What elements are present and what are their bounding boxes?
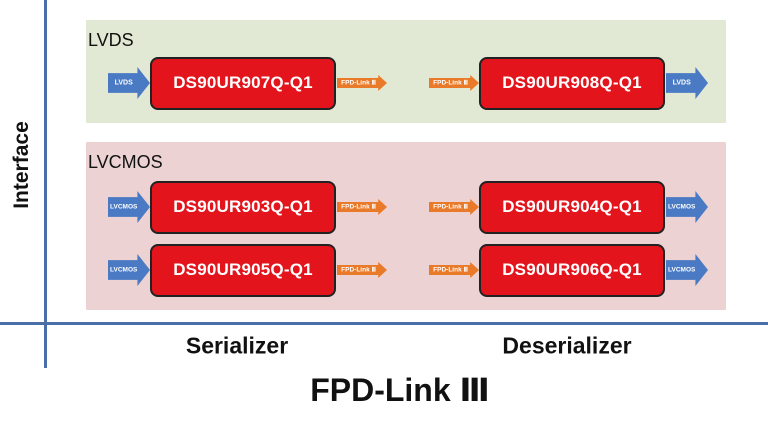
link-arrow-in-2-shape [429, 262, 479, 278]
deserializer-chip-2: DS90UR906Q-Q1 [479, 243, 665, 297]
diagram-title: FPD-Link Ⅲ [310, 372, 490, 408]
link-arrow-in-2: FPD-Link Ⅲ [429, 262, 479, 278]
output-arrow-0-shape [666, 67, 708, 99]
input-arrow-0-shape [108, 67, 150, 99]
link-arrow-out-1-label: FPD-Link Ⅲ [341, 203, 376, 211]
link-arrow-in-0: FPD-Link Ⅲ [429, 75, 479, 91]
link-arrow-out-0: FPD-Link Ⅲ [337, 75, 387, 91]
link-arrow-out-2: FPD-Link Ⅲ [337, 262, 387, 278]
input-arrow-1-shape [108, 191, 150, 223]
link-arrow-in-0-label: FPD-Link Ⅲ [433, 79, 468, 87]
link-arrow-in-0-shape [429, 75, 479, 91]
band-label-lvcmos: LVCMOS [88, 152, 163, 172]
input-arrow-1: LVCMOS [108, 191, 150, 223]
serializer-chip-0: DS90UR907Q-Q1 [150, 56, 336, 110]
y-axis-label: Interface [10, 121, 33, 209]
link-arrow-out-2-label: FPD-Link Ⅲ [341, 266, 376, 274]
serializer-chip-1: DS90UR903Q-Q1 [150, 180, 336, 234]
link-arrow-out-0-label: FPD-Link Ⅲ [341, 79, 376, 87]
input-arrow-2: LVCMOS [108, 254, 150, 286]
output-arrow-2: LVCMOS [666, 254, 708, 286]
input-arrow-1-label: LVCMOS [110, 204, 138, 211]
input-arrow-0-label: LVDS [115, 80, 133, 87]
link-arrow-out-1-shape [337, 199, 387, 215]
x-axis-label-deserializer: Deserializer [502, 332, 632, 359]
deserializer-chip-0: DS90UR908Q-Q1 [479, 56, 665, 110]
link-arrow-in-1: FPD-Link Ⅲ [429, 199, 479, 215]
vertical-axis-line [44, 0, 47, 368]
band-label-lvds: LVDS [88, 30, 134, 50]
output-arrow-0: LVDS [666, 67, 708, 99]
input-arrow-2-label: LVCMOS [110, 267, 138, 274]
link-arrow-in-1-label: FPD-Link Ⅲ [433, 203, 468, 211]
serializer-chip-2: DS90UR905Q-Q1 [150, 243, 336, 297]
link-arrow-in-2-label: FPD-Link Ⅲ [433, 266, 468, 274]
deserializer-chip-1: DS90UR904Q-Q1 [479, 180, 665, 234]
input-arrow-0: LVDS [108, 67, 150, 99]
output-arrow-1-shape [666, 191, 708, 223]
horizontal-axis-line [0, 322, 768, 325]
input-arrow-2-shape [108, 254, 150, 286]
output-arrow-2-label: LVCMOS [668, 267, 696, 274]
link-arrow-out-0-shape [337, 75, 387, 91]
output-arrow-2-shape [666, 254, 708, 286]
x-axis-label-serializer: Serializer [185, 332, 289, 359]
output-arrow-0-label: LVDS [673, 80, 691, 87]
output-arrow-1: LVCMOS [666, 191, 708, 223]
output-arrow-1-label: LVCMOS [668, 204, 696, 211]
link-arrow-in-1-shape [429, 199, 479, 215]
link-arrow-out-2-shape [337, 262, 387, 278]
link-arrow-out-1: FPD-Link Ⅲ [337, 199, 387, 215]
